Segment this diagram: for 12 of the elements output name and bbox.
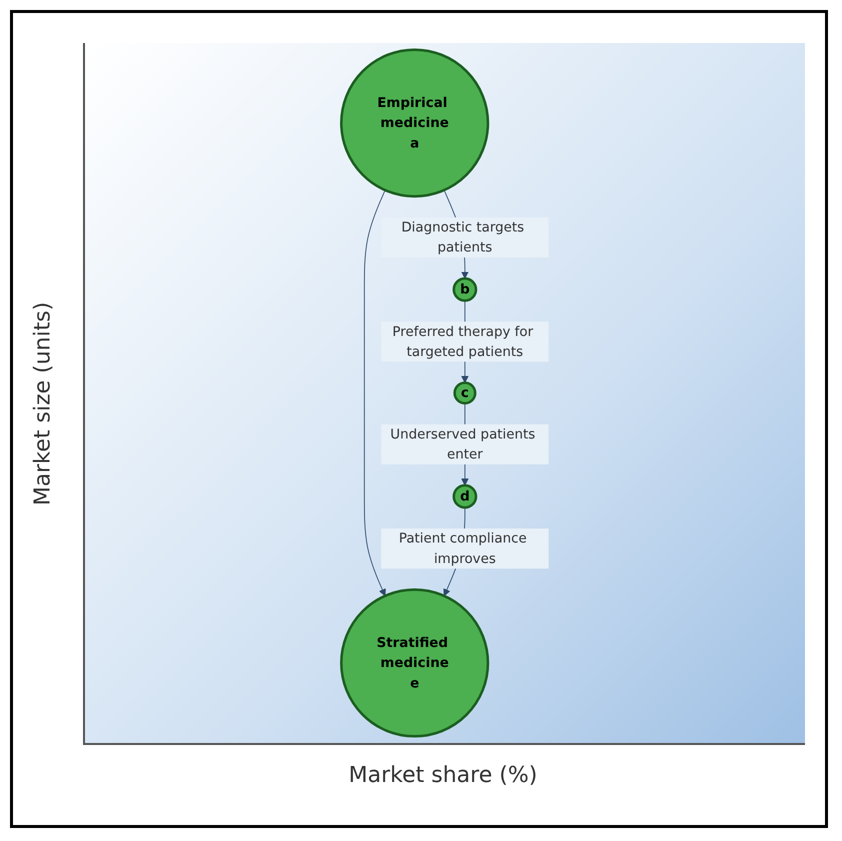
edge-label: Preferred therapy for targeted patients — [392, 323, 534, 360]
edge-label: Underserved patients enter — [390, 426, 536, 462]
node-circle: Empirical medicine a — [340, 48, 490, 198]
edge-label: Diagnostic targets patients — [401, 218, 524, 255]
arrow — [364, 190, 386, 596]
edge-label: Patient compliance improves — [398, 530, 527, 566]
y-axis-label: Market size (units) — [30, 306, 56, 506]
node-circle: d — [452, 484, 478, 509]
node-circle: Stratified medicine e — [340, 588, 490, 738]
node-circle: c — [453, 381, 476, 405]
x-axis-label: Market share (%) — [348, 763, 538, 788]
node-circle: b — [452, 277, 478, 302]
